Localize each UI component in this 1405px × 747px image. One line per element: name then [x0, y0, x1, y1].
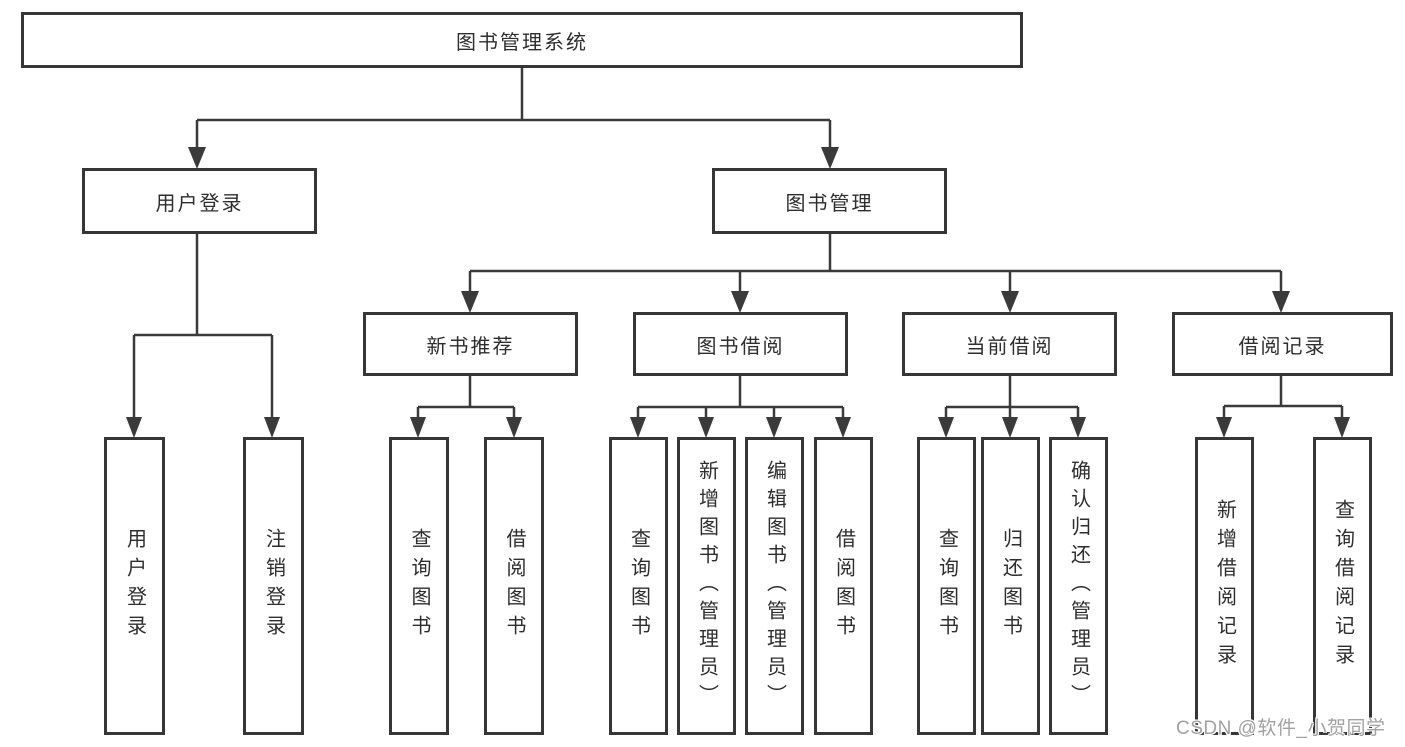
leaf-confirm-return-admin: 确认归还（管理员） [1049, 437, 1108, 735]
node-label: 注销登录 [262, 528, 285, 644]
arrowhead [1002, 417, 1018, 438]
csdn-watermark: CSDN @软件_小贺同学 [1176, 718, 1386, 739]
arrowhead [1272, 291, 1290, 313]
leaf-query-borrow-record: 查询借阅记录 [1313, 437, 1372, 735]
node-label: 查询图书 [627, 528, 650, 644]
arrowhead [1070, 417, 1086, 438]
node-borrowing-records: 借阅记录 [1172, 312, 1393, 376]
leaf-query-books-current: 查询图书 [917, 437, 976, 735]
leaf-add-borrow-record: 新增借阅记录 [1195, 437, 1254, 735]
arrowhead [835, 417, 851, 438]
node-new-book-recommendation: 新书推荐 [363, 312, 578, 376]
node-current-borrowing: 当前借阅 [902, 312, 1117, 376]
arrowhead [410, 417, 426, 438]
node-label: 归还图书 [999, 528, 1022, 644]
tree-edges [132, 68, 1344, 434]
arrowhead [126, 417, 142, 438]
arrowhead [630, 417, 646, 438]
arrowheads [126, 147, 1350, 438]
node-label: 借阅记录 [1238, 335, 1327, 358]
arrowhead [938, 417, 954, 438]
node-label: 新书推荐 [426, 335, 515, 358]
node-label: 编辑图书（管理员） [763, 460, 786, 712]
arrowhead [731, 291, 749, 313]
node-label: 借阅图书 [832, 528, 855, 644]
arrowhead [698, 417, 714, 438]
node-label: 查询图书 [935, 528, 958, 644]
arrowhead [1001, 291, 1019, 313]
arrowhead [766, 417, 782, 438]
node-label: 图书管理 [785, 192, 874, 215]
node-label: 查询借阅记录 [1331, 499, 1354, 673]
leaf-user-login: 用户登录 [104, 437, 165, 735]
node-label: 新增借阅记录 [1213, 499, 1236, 673]
arrowhead [506, 417, 522, 438]
node-label: 图书借阅 [696, 335, 785, 358]
node-label: 新增图书（管理员） [695, 460, 718, 712]
leaf-query-books-recommend: 查询图书 [389, 437, 449, 735]
arrowhead [1334, 417, 1350, 438]
leaf-query-books-borrow: 查询图书 [609, 437, 668, 735]
arrowhead [188, 147, 206, 169]
leaf-borrow-books: 借阅图书 [814, 437, 873, 735]
node-label: 图书管理系统 [456, 31, 588, 54]
arrowhead [461, 291, 479, 313]
leaf-add-book-admin: 新增图书（管理员） [677, 437, 736, 735]
leaf-return-book: 归还图书 [981, 437, 1040, 735]
node-label: 用户登录 [155, 192, 244, 215]
leaf-logout: 注销登录 [243, 437, 304, 735]
node-label: 当前借阅 [965, 335, 1054, 358]
node-label: 查询图书 [408, 528, 430, 644]
node-book-borrowing: 图书借阅 [633, 312, 848, 376]
node-label: 用户登录 [123, 528, 146, 644]
leaf-borrow-books-recommend: 借阅图书 [484, 437, 544, 735]
node-label: 借阅图书 [503, 528, 525, 644]
arrowhead [1216, 417, 1232, 438]
node-library-management-system: 图书管理系统 [21, 12, 1023, 68]
node-user-login: 用户登录 [82, 168, 317, 234]
arrowhead [264, 417, 280, 438]
leaf-edit-book-admin: 编辑图书（管理员） [745, 437, 804, 735]
node-book-management: 图书管理 [712, 168, 947, 234]
arrowhead [821, 147, 839, 169]
node-label: 确认归还（管理员） [1067, 460, 1090, 712]
